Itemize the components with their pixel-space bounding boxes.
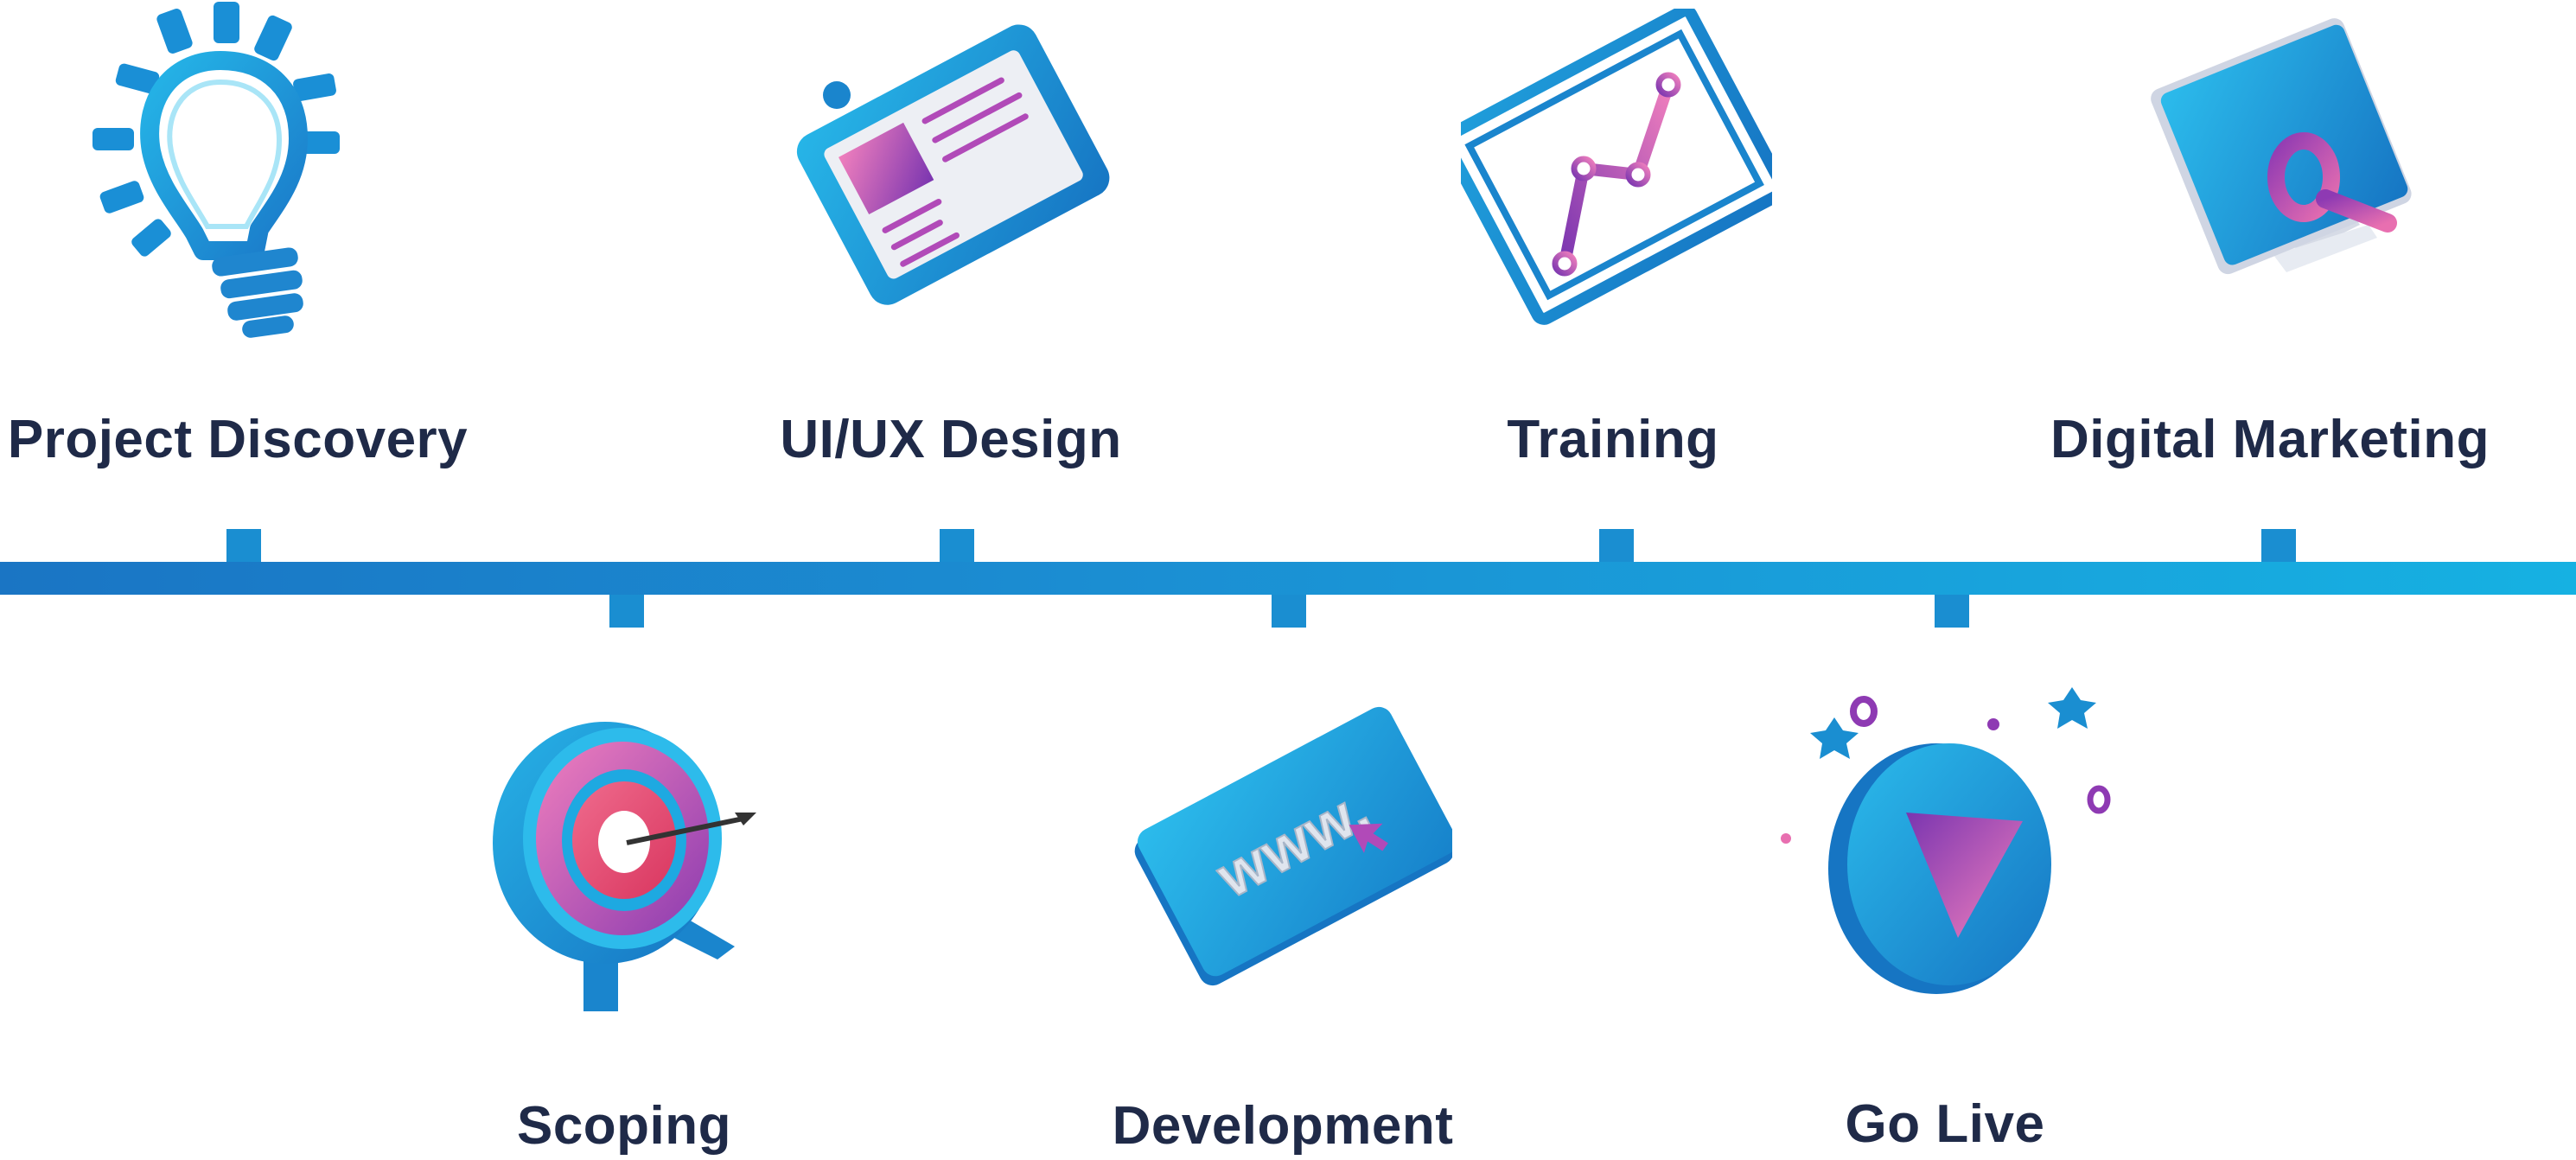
step-label-development: Development xyxy=(1112,1096,1454,1156)
monitor-magnifier-icon xyxy=(2151,18,2412,275)
timeline-tick-ui-ux-design xyxy=(940,529,974,562)
timeline-tick-project-discovery xyxy=(226,529,261,562)
line-chart-icon xyxy=(1461,9,1772,325)
step-label-training: Training xyxy=(1507,410,1719,469)
timeline-line xyxy=(0,562,2576,595)
lightbulb-icon xyxy=(92,2,340,338)
timeline-tick-go-live xyxy=(1935,595,1969,628)
design-card-icon xyxy=(796,24,1110,305)
timeline-tick-scoping xyxy=(609,595,644,628)
step-label-project-discovery: Project Discovery xyxy=(7,410,469,469)
step-label-digital-marketing: Digital Marketing xyxy=(2050,410,2490,469)
timeline-tick-digital-marketing xyxy=(2261,529,2296,562)
play-button-icon xyxy=(1781,687,2111,994)
timeline-tick-development xyxy=(1272,595,1306,628)
target-icon xyxy=(493,722,756,1011)
timeline-tick-training xyxy=(1599,529,1634,562)
step-label-scoping: Scoping xyxy=(516,1096,732,1156)
step-label-go-live: Go Live xyxy=(1845,1094,2045,1154)
step-label-ui-ux-design: UI/UX Design xyxy=(780,410,1122,469)
www-browser-icon: www. xyxy=(1134,706,1452,986)
